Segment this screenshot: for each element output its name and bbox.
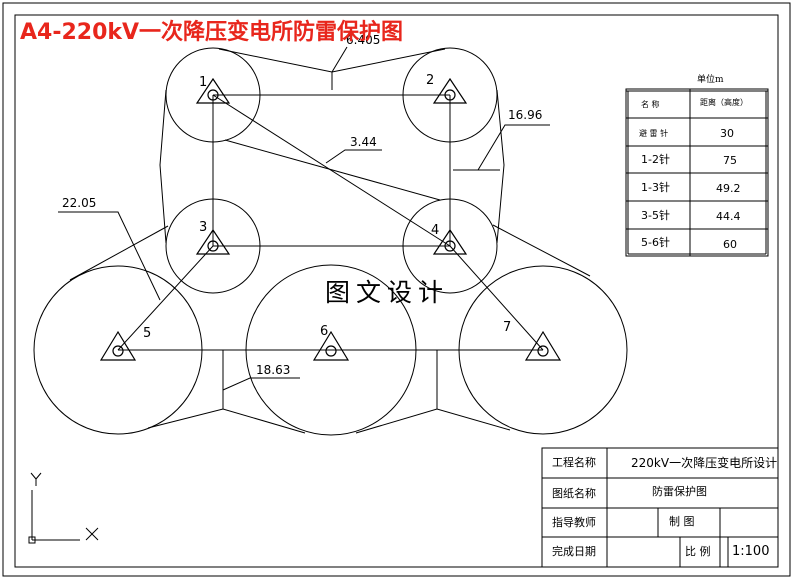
unit-label: 单位m	[697, 73, 724, 85]
lightning-rods	[99, 77, 562, 361]
watermark-text: 图文设计	[325, 278, 450, 307]
protection-circles	[33, 47, 628, 436]
dimension-leaders	[58, 46, 550, 391]
table-row-name: 3-5针	[641, 208, 670, 222]
rod-label-7: 7	[503, 320, 511, 335]
rod-label-6: 6	[320, 324, 328, 339]
rod-3	[195, 228, 231, 255]
inner-frame	[14, 14, 779, 568]
drawn-by-label: 制 图	[669, 515, 695, 528]
scale-value: 1:100	[732, 544, 769, 559]
drawing-name-label: 图纸名称	[552, 486, 596, 500]
dim-3-5: 22.05	[62, 196, 96, 210]
ucs-icon	[28, 472, 99, 544]
rod-label-5: 5	[143, 326, 151, 341]
distance-table: 单位m 名 称 距离（高度） 避 雷 针 30 1-2针 75 1-3针 49.…	[625, 73, 769, 257]
table-row-value: 75	[723, 154, 737, 167]
title-block	[541, 447, 779, 568]
table-header-name: 名 称	[641, 99, 660, 109]
dim-5-6: 18.63	[256, 363, 290, 377]
dim-2-4: 16.96	[508, 108, 542, 122]
rod-connections	[117, 94, 544, 351]
table-row-name: 1-2针	[641, 152, 670, 166]
table-row-value: 49.2	[716, 182, 741, 195]
dimension-labels: 6.405 3.44 16.96 22.05 18.63	[62, 33, 542, 377]
table-row-value: 44.4	[716, 210, 741, 223]
protection-envelope	[69, 48, 591, 434]
rod-6	[312, 330, 350, 361]
dim-1-2: 6.405	[346, 33, 380, 47]
drawing-name-value: 防雷保护图	[652, 484, 707, 498]
table-header-distance: 距离（高度）	[700, 97, 748, 107]
advisor-label: 指导教师	[552, 515, 596, 529]
table-row-value: 60	[723, 238, 737, 251]
table-row-value: 30	[720, 127, 734, 140]
drawing-title: A4-220kV一次降压变电所防雷保护图	[20, 20, 404, 45]
title-block-text: 工程名称 220kV一次降压变电所设计 图纸名称 防雷保护图 指导教师 制 图 …	[552, 455, 777, 559]
table-row-name: 5-6针	[641, 235, 670, 249]
rod-5	[99, 330, 137, 361]
dim-1-4: 3.44	[350, 135, 377, 149]
table-row-name: 1-3针	[641, 180, 670, 194]
rod-label-4: 4	[431, 223, 439, 238]
rod-2	[432, 77, 468, 104]
project-name-label: 工程名称	[552, 455, 596, 469]
scale-label: 比 例	[685, 544, 711, 558]
project-name-value: 220kV一次降压变电所设计	[631, 455, 777, 470]
rod-label-2: 2	[426, 73, 434, 88]
rod-4	[432, 228, 468, 255]
completion-date-label: 完成日期	[552, 544, 596, 558]
rod-labels: 1 2 3 4 5 6 7	[143, 73, 511, 341]
rod-label-1: 1	[199, 75, 207, 90]
table-row-name: 避 雷 针	[639, 128, 668, 138]
rod-7	[524, 330, 562, 361]
rod-1	[195, 77, 231, 104]
rod-label-3: 3	[199, 220, 207, 235]
